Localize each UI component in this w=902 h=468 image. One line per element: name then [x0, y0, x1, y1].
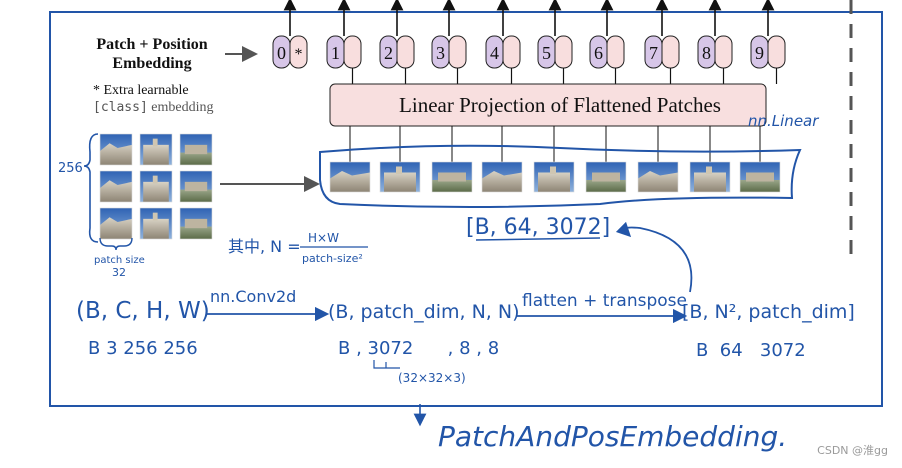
mid-values: B , 3072 , 8 , 8: [338, 338, 499, 359]
grid-patch: [179, 170, 213, 203]
n-definition-prefix: 其中, N =: [228, 237, 301, 256]
class-token-marker: *: [295, 46, 303, 63]
token-pair-2: 2: [379, 0, 415, 84]
sequence-patch: [585, 161, 627, 193]
token-index: 5: [542, 43, 551, 63]
image-size-label: 256: [58, 161, 83, 176]
watermark: CSDN @淮gg: [817, 444, 888, 457]
legend-title-line2: Embedding: [112, 55, 191, 72]
projection-label: Linear Projection of Flattened Patches: [399, 93, 721, 117]
shape-underline: [475, 237, 601, 241]
n-denominator: patch-size²: [302, 252, 363, 265]
patch-token: [606, 35, 625, 69]
op-flatten-transpose: flatten + transpose: [522, 291, 687, 311]
token-pair-9: 9: [750, 0, 786, 84]
token-index: 8: [702, 43, 711, 63]
grid-patch: [179, 133, 213, 166]
projection-annotation: nn.Linear: [748, 112, 819, 130]
patch-token: [396, 35, 415, 69]
n-numerator: H×W: [308, 231, 339, 245]
grid-patch: [139, 170, 173, 203]
token-index: 4: [490, 43, 499, 63]
patch-size-value: 32: [112, 266, 126, 279]
sequence-patch: [431, 161, 473, 193]
grid-patch: [139, 207, 173, 240]
token-pair-8: 8: [697, 0, 733, 84]
mid-detail-bracket: [373, 360, 400, 369]
mid-detail: (32×32×3): [398, 371, 466, 385]
input-shape: (B, C, H, W): [76, 298, 210, 324]
sequence-patch: [739, 161, 781, 193]
output-values: B 64 3072: [696, 340, 806, 361]
image-size-brace: [83, 133, 99, 243]
grid-patch: [99, 207, 133, 240]
grid-patch: [99, 133, 133, 166]
token-index: 7: [649, 43, 658, 63]
patch-sequence-outline: [319, 144, 802, 208]
sequence-patch: [689, 161, 731, 193]
token-index: 2: [384, 43, 393, 63]
legend-note-line2: [class] embedding: [93, 100, 214, 115]
patch-token: [767, 35, 786, 69]
token-pair-0: 0*: [272, 0, 308, 69]
legend-note-rest: embedding: [148, 100, 214, 115]
patch-token: [289, 35, 308, 69]
patch-connectors: [349, 126, 761, 162]
op-conv2d: nn.Conv2d: [210, 287, 296, 306]
legend-title-line1: Patch + Position: [96, 36, 207, 53]
token-pair-3: 3: [431, 0, 467, 84]
grid-patch: [179, 207, 213, 240]
mid-shape: (B, patch_dim, N, N): [328, 301, 520, 323]
token-pair-5: 5: [537, 0, 573, 84]
token-pair-1: 1: [326, 0, 362, 84]
flattened-patch-sequence: [329, 161, 781, 193]
patch-size-brace: [99, 237, 133, 251]
token-index: 9: [755, 43, 764, 63]
token-index: 6: [594, 43, 603, 63]
sequence-patch: [533, 161, 575, 193]
legend-note-code: [class]: [93, 100, 148, 115]
sequence-patch: [329, 161, 371, 193]
patch-token: [502, 35, 521, 69]
patch-token: [343, 35, 362, 69]
sequence-patch: [637, 161, 679, 193]
legend-note-line1: * Extra learnable: [93, 83, 189, 98]
token-pair-4: 4: [485, 0, 521, 84]
patch-size-label: patch size: [94, 255, 145, 266]
patch-token: [661, 35, 680, 69]
footer-class-name: PatchAndPosEmbedding.: [438, 420, 787, 453]
input-values: B 3 256 256: [88, 338, 198, 359]
outer-frame: [49, 11, 883, 407]
shape-connector-curve: [615, 221, 693, 293]
grid-patch: [139, 133, 173, 166]
patches-shape-label: [B, 64, 3072]: [466, 215, 610, 240]
patch-token: [714, 35, 733, 69]
token-pair-7: 7: [644, 0, 680, 84]
image-patch-grid: [99, 133, 213, 240]
patch-token: [448, 35, 467, 69]
token-index: 0: [277, 43, 286, 63]
token-pair-6: 6: [589, 0, 625, 84]
sequence-patch: [379, 161, 421, 193]
token-index: 3: [436, 43, 445, 63]
token-index: 1: [331, 43, 340, 63]
patch-token: [554, 35, 573, 69]
output-shape: [B, N², patch_dim]: [682, 301, 855, 323]
grid-patch: [99, 170, 133, 203]
projection-box: [329, 83, 767, 127]
sequence-patch: [481, 161, 523, 193]
